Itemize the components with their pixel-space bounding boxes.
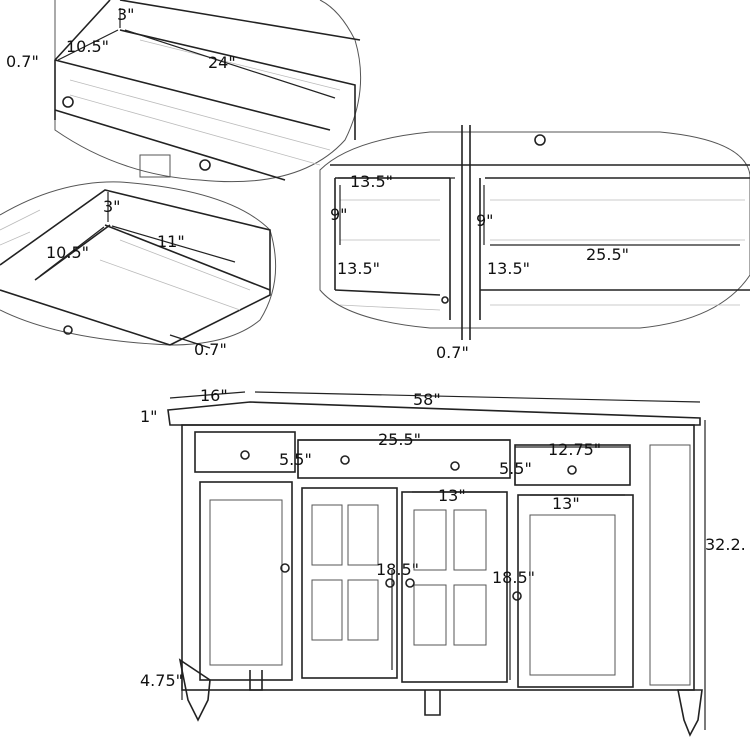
label-right-left-width: 13.5" xyxy=(350,172,393,191)
label-door-height-left: 18.5" xyxy=(376,560,419,579)
label-leg-height: 4.75" xyxy=(140,671,183,690)
detail-mid-left-drawer xyxy=(0,181,277,349)
label-side-drawer-width: 12.75" xyxy=(548,440,601,459)
label-top-left-depth: 10.5" xyxy=(66,37,109,56)
label-right-right-height: 9" xyxy=(476,211,494,230)
label-width: 58" xyxy=(413,390,441,409)
label-right-right-width: 25.5" xyxy=(586,245,629,264)
label-depth: 16" xyxy=(200,386,228,405)
detail-right-cabinet xyxy=(319,125,750,340)
label-center-drawer-width: 25.5" xyxy=(378,430,421,449)
label-door-width-center: 13" xyxy=(438,486,466,505)
label-mid-left-height: 3" xyxy=(103,197,121,216)
label-right-left-height: 9" xyxy=(330,205,348,224)
label-mid-left-depth: 10.5" xyxy=(46,243,89,262)
sideboard-front-view xyxy=(167,391,706,737)
label-door-height-right: 18.5" xyxy=(492,568,535,587)
label-mid-left-width: 11" xyxy=(157,232,185,251)
label-top-left-thickness: 0.7" xyxy=(6,52,39,71)
label-drawer-height-right: 5.5" xyxy=(499,459,532,478)
label-top-left-height: 3" xyxy=(117,5,135,24)
label-top-thickness: 1" xyxy=(140,407,158,426)
label-door-width-right: 13" xyxy=(552,494,580,513)
label-top-left-width: 24" xyxy=(208,53,236,72)
label-total-height: 32.2. xyxy=(705,535,746,554)
label-right-right-depth: 13.5" xyxy=(487,259,530,278)
label-right-left-depth: 13.5" xyxy=(337,259,380,278)
label-right-door-thickness: 0.7" xyxy=(436,343,469,362)
detail-top-left-drawer xyxy=(54,0,362,183)
label-drawer-height-left: 5.5" xyxy=(279,450,312,469)
label-mid-left-thickness: 0.7" xyxy=(194,340,227,359)
